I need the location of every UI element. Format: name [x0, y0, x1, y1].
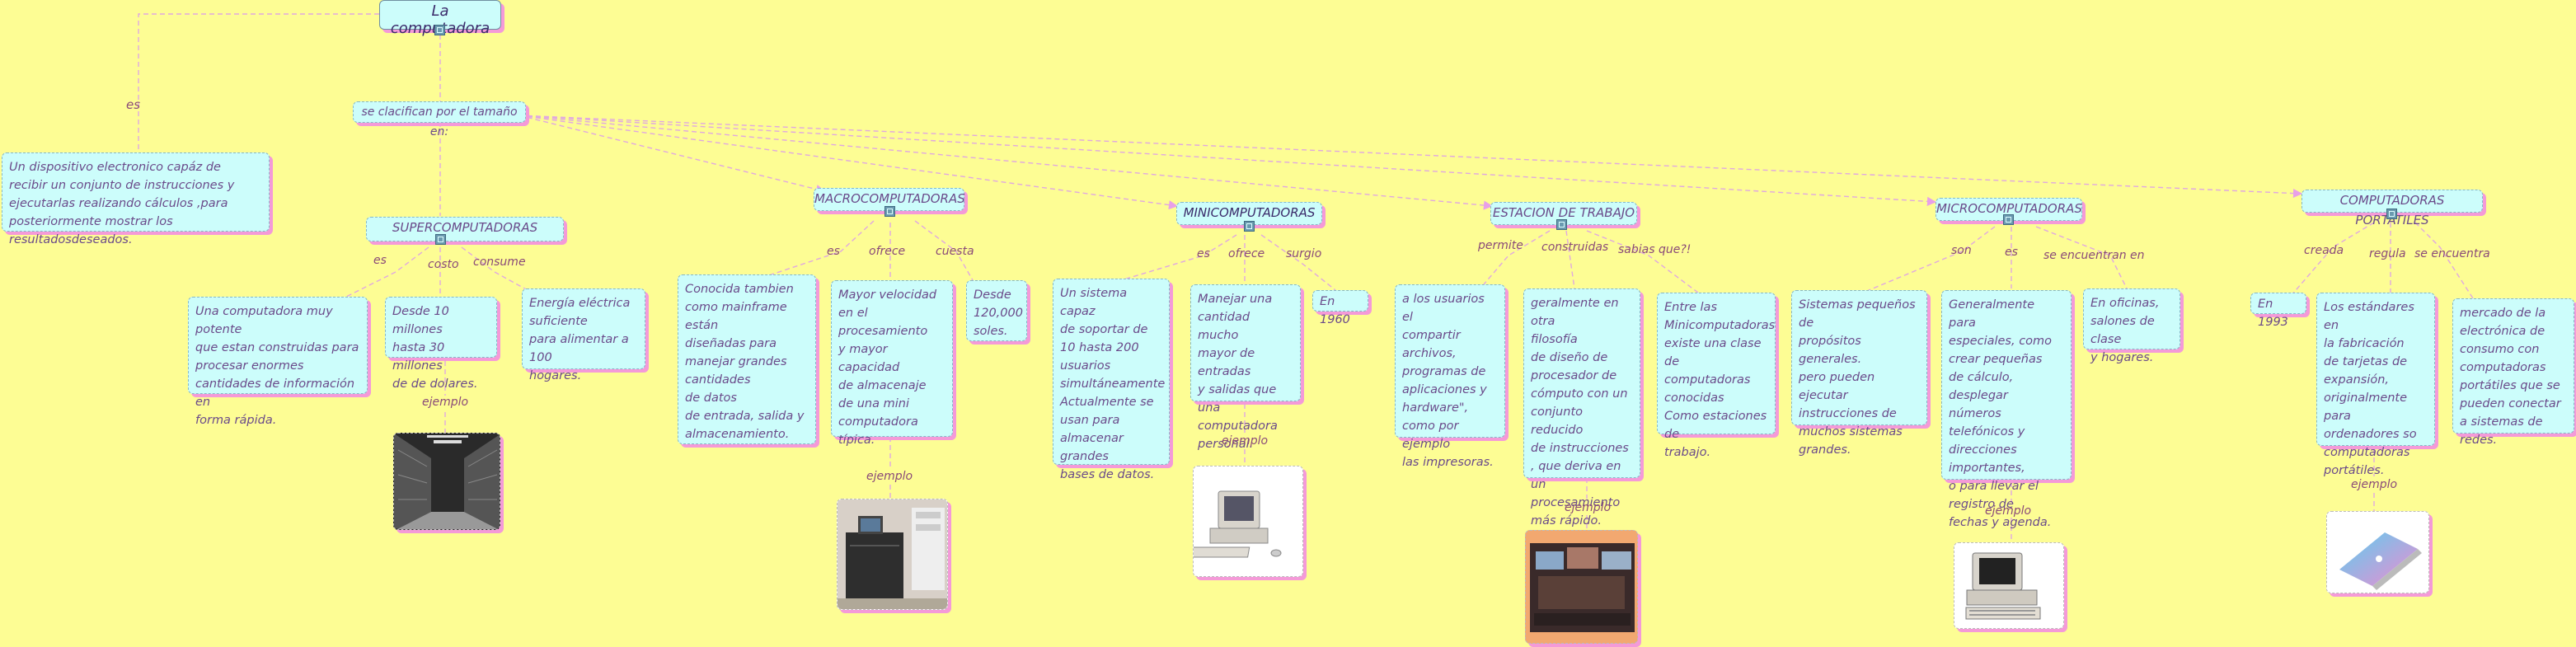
relation-label-es: es — [1197, 247, 1210, 260]
relation-label-es: es — [2005, 246, 2018, 259]
relation-label-ofrece: ofrece — [869, 245, 906, 258]
mini-ofrece-node[interactable]: Manejar una cantidad mucho mayor de entr… — [1190, 284, 1301, 451]
estacion-permite-node[interactable]: a los usuarios el compartir archivos, pr… — [1395, 284, 1505, 469]
super-es-node[interactable]: Una computadora muy potente que estan co… — [188, 297, 368, 427]
relation-label-regula: regula — [2369, 247, 2406, 260]
relation-label-consume: consume — [473, 256, 526, 269]
workstation-image — [1525, 530, 1638, 644]
expand-icon[interactable] — [1244, 221, 1255, 232]
server-room-image — [393, 433, 500, 530]
relation-label-construidas: construidas — [1541, 241, 1609, 254]
relation-label-ofrece: ofrece — [1228, 247, 1265, 260]
portatil-encuentra-node[interactable]: mercado de la electrónica de consumo con… — [2452, 298, 2574, 447]
relation-label-encuentra: se encuentra — [2414, 247, 2490, 260]
definition-node[interactable]: Un dispositivo electronico capáz de reci… — [2, 152, 270, 246]
relation-label-surgio: surgio — [1286, 247, 1322, 260]
expand-icon[interactable] — [2003, 214, 2014, 225]
example-label: ejemplo — [2351, 478, 2398, 491]
expand-icon[interactable] — [435, 234, 446, 245]
micro-son-node[interactable]: Sistemas pequeños de propósitos generale… — [1791, 290, 1927, 457]
portatil-creada-node[interactable]: En 1993 — [2250, 293, 2306, 329]
macro-cuesta-node[interactable]: Desde 120,000 soles. — [966, 280, 1027, 341]
category-estacion-de-trabajo[interactable]: ESTACION DE TRABAJO — [1490, 202, 1637, 225]
mini-surgio-node[interactable]: En 1960 — [1312, 290, 1368, 326]
macro-es-node[interactable]: Conocida tambien como mainframe están di… — [678, 274, 816, 444]
relation-label-costo: costo — [428, 258, 459, 271]
mainframe-image — [837, 499, 948, 610]
relation-label-encuentran: se encuentran en — [2043, 249, 2145, 262]
relation-label-sabias: sabias que?! — [1618, 243, 1692, 256]
category-supercomputadoras[interactable]: SUPERCOMPUTADORAS — [366, 217, 564, 241]
relation-label-cuesta: cuesta — [936, 245, 974, 258]
expand-icon[interactable] — [884, 206, 895, 217]
expand-icon[interactable] — [434, 25, 445, 35]
estacion-construidas-node[interactable]: geralmente en otra filosofía de diseño d… — [1523, 288, 1640, 527]
relation-label-creada: creada — [2304, 244, 2344, 257]
laptop-image — [2326, 511, 2429, 593]
relation-label-son: son — [1951, 244, 1972, 257]
super-consume-node[interactable]: Energía eléctrica suficiente para alimen… — [522, 288, 645, 382]
expand-icon[interactable] — [1556, 219, 1567, 230]
example-label: ejemplo — [1565, 501, 1612, 514]
portatil-regula-node[interactable]: Los estándares en la fabricación de tarj… — [2316, 293, 2435, 477]
example-label: ejemplo — [1985, 504, 2032, 518]
expand-icon[interactable] — [2386, 209, 2397, 219]
pc-image — [1954, 542, 2064, 629]
relation-label-es: es — [827, 245, 840, 258]
macro-ofrece-node[interactable]: Mayor velocidad en el procesamiento y ma… — [831, 280, 953, 447]
relation-label-permite: permite — [1478, 239, 1523, 252]
mini-es-node[interactable]: Un sistema capaz de soportar de 10 hasta… — [1053, 279, 1170, 481]
micro-encuentran-node[interactable]: En oficinas, salones de clase y hogares. — [2083, 288, 2180, 364]
example-label: ejemplo — [866, 470, 913, 483]
estacion-sabias-node[interactable]: Entre las Minicomputadoras existe una cl… — [1657, 293, 1776, 459]
root-relation-label: es — [126, 97, 141, 112]
example-label: ejemplo — [1222, 434, 1269, 448]
classify-node[interactable]: se clacifican por el tamaño en: — [353, 101, 526, 138]
micro-es-node[interactable]: Generalmente para especiales, como crear… — [1941, 290, 2072, 529]
example-label: ejemplo — [422, 396, 469, 409]
relation-label-es: es — [373, 254, 387, 267]
super-costo-node[interactable]: Desde 10 millones hasta 30 millones de d… — [385, 297, 497, 391]
desktop-computer-image — [1193, 466, 1303, 577]
